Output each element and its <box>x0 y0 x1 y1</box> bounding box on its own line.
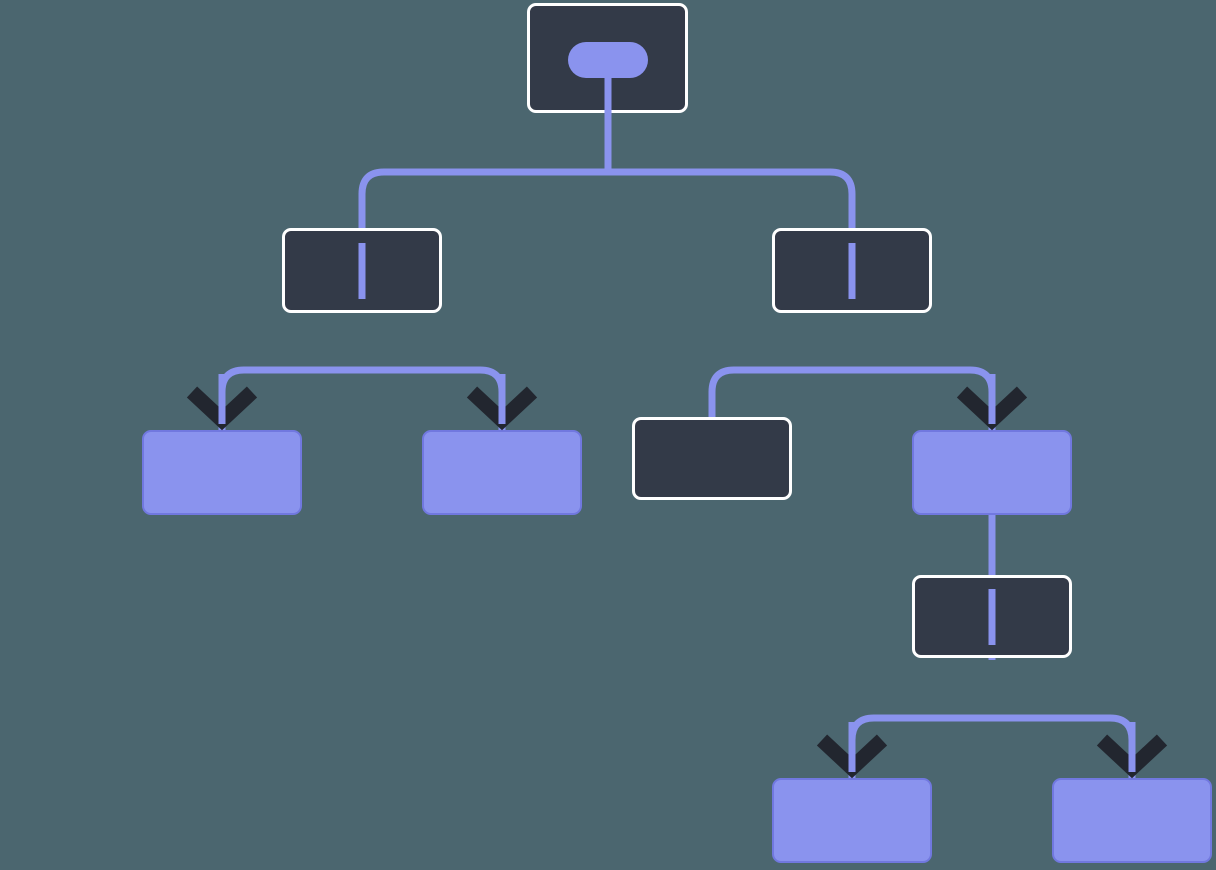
edge-e-root-l1 <box>358 168 608 313</box>
branch-node-lower[interactable] <box>912 575 1072 658</box>
leaf-node-left-b[interactable] <box>422 430 582 515</box>
edge-e-r2-r2a <box>848 714 992 780</box>
branch-node-right[interactable] <box>772 228 932 313</box>
leaf-node-right-a[interactable] <box>912 430 1072 515</box>
edge-e-r1-r1b <box>852 366 996 432</box>
leaf-node-bottom-b[interactable] <box>1052 778 1212 863</box>
edge-e-l1-l1a <box>218 366 362 432</box>
terminal-node-dark[interactable] <box>632 417 792 500</box>
branch-node-left[interactable] <box>282 228 442 313</box>
leaf-node-left-a[interactable] <box>142 430 302 515</box>
edge-e-l1-l1b <box>362 366 506 432</box>
root-node[interactable] <box>527 3 688 113</box>
leaf-node-bottom-a[interactable] <box>772 778 932 863</box>
edge-e-root-r1 <box>608 168 856 313</box>
edge-e-r1-r1a <box>708 366 852 419</box>
edge-e-r2-r2b <box>992 714 1136 780</box>
root-node-pill-badge <box>568 42 648 78</box>
